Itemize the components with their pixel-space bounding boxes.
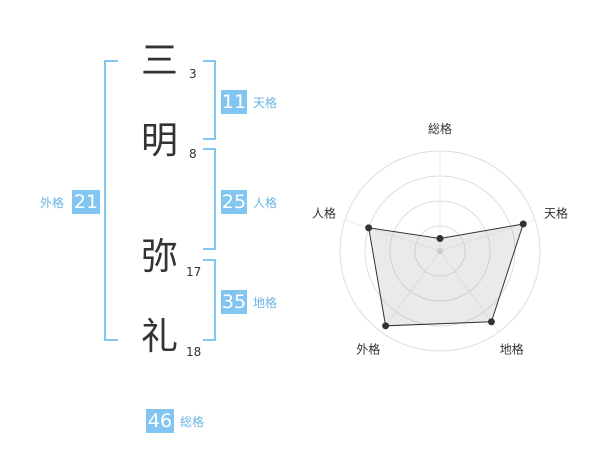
jinkaku-label: 人格 [253, 196, 278, 210]
radar-point-3 [382, 322, 390, 330]
radar-axis-line [380, 250, 441, 333]
radar-point-1 [519, 220, 527, 228]
chikaku-badge: 35 [221, 290, 247, 314]
name-char-2: 明 [141, 119, 178, 162]
radar-axis-label: 人格 [312, 205, 336, 220]
radar-point-4 [365, 224, 373, 232]
radar-axis-label: 外格 [356, 342, 380, 357]
name-char-3: 弥 [141, 235, 178, 278]
radar-center-dot [437, 248, 443, 254]
radar-axis-line [439, 250, 500, 333]
chikaku-bracket [203, 259, 216, 341]
gaikaku-label: 外格 [40, 196, 65, 210]
stroke-count-2: 8 [189, 147, 197, 161]
name-char-4: 礼 [141, 315, 178, 358]
soukaku-badge: 46 [146, 409, 174, 433]
radar-axis-label: 天格 [544, 205, 568, 220]
name-char-1: 三 [141, 39, 178, 82]
stroke-count-4: 18 [186, 345, 202, 359]
soukaku-label: 総格 [180, 415, 205, 429]
radar-axis-label: 地格 [500, 342, 524, 357]
radar-axis-label: 総格 [428, 121, 452, 136]
chikaku-label: 地格 [253, 296, 278, 310]
jinkaku-badge: 25 [221, 190, 247, 214]
jinkaku-bracket [203, 148, 216, 250]
tenkaku-bracket [203, 60, 216, 140]
tenkaku-badge: 11 [221, 90, 247, 114]
radar-data-area [368, 223, 524, 327]
radar-point-2 [487, 318, 495, 326]
radar-axes [344, 151, 536, 333]
radar-axis-line [439, 219, 536, 252]
radar-point-0 [436, 235, 444, 242]
tenkaku-label: 天格 [253, 96, 278, 110]
radar-axis-line [344, 219, 441, 252]
gaikaku-badge: 21 [72, 190, 100, 214]
gaikaku-bracket [104, 60, 118, 341]
stroke-count-3: 17 [186, 265, 202, 279]
stroke-count-1: 3 [189, 67, 197, 81]
radar-data-points [365, 220, 527, 330]
